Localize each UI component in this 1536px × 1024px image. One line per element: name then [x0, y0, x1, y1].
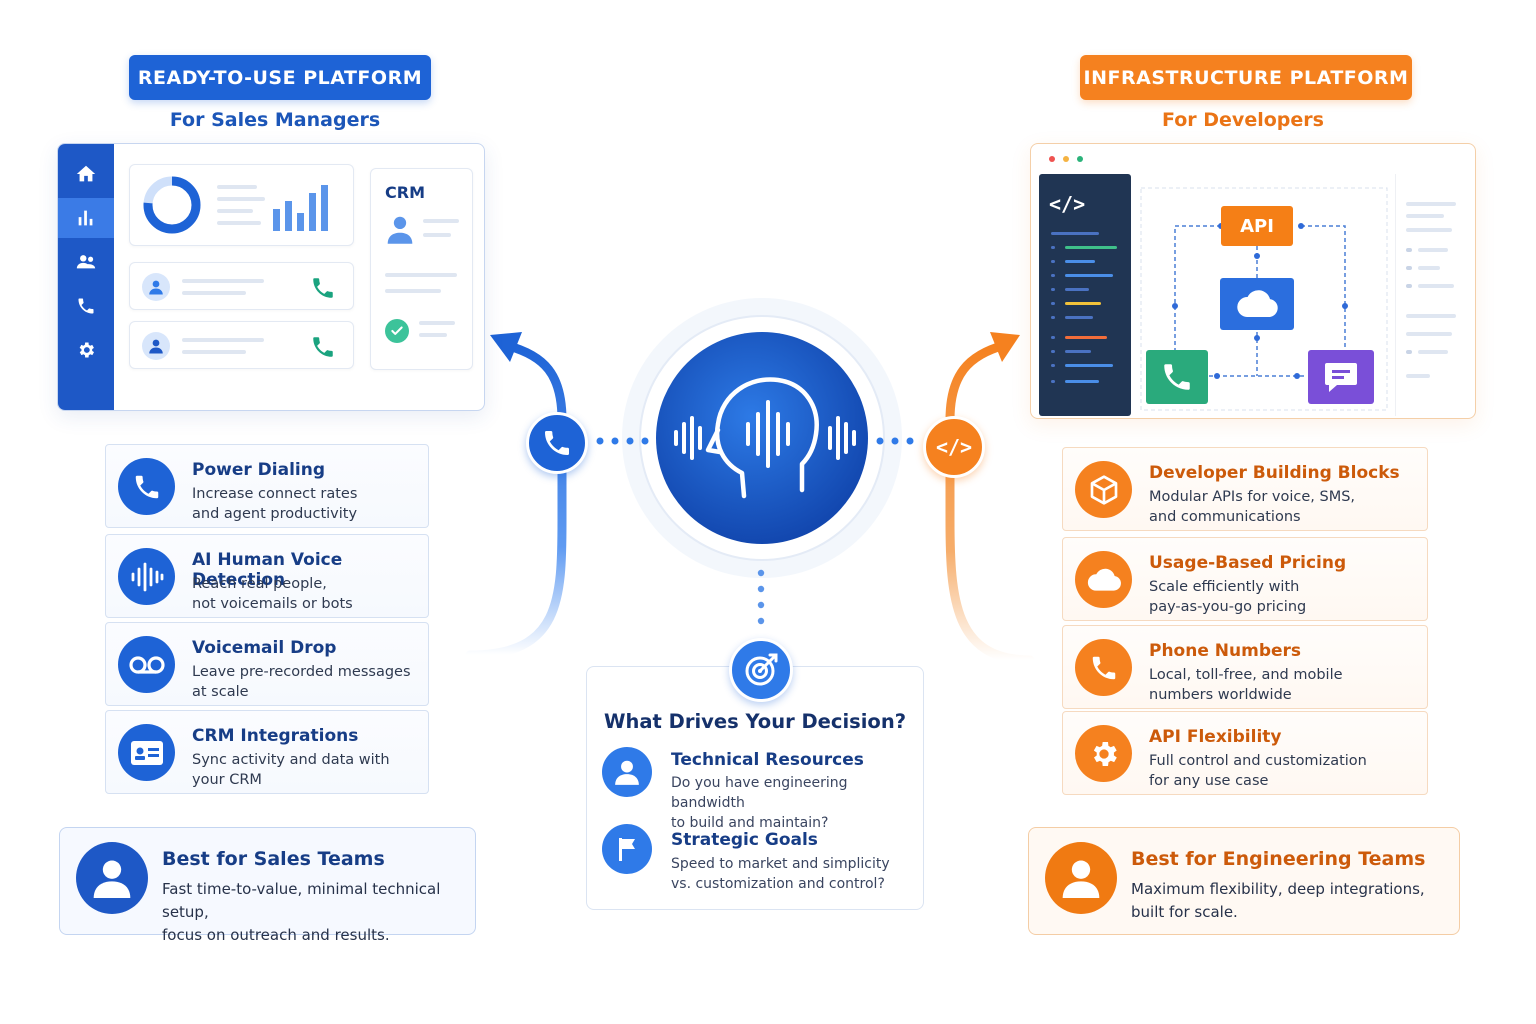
left-arrowhead: [490, 332, 522, 362]
waveform-icon: [118, 548, 175, 605]
feature-title: Developer Building Blocks: [1149, 463, 1400, 483]
bars-icon: [273, 185, 328, 231]
developers-subtitle: For Developers: [1162, 109, 1324, 131]
best-for-sales-teams: Best for Sales Teams Fast time-to-value,…: [59, 827, 476, 944]
decision-title: What Drives Your Decision?: [603, 710, 907, 733]
feature-title: Usage-Based Pricing: [1149, 553, 1347, 573]
gear-icon: [1075, 725, 1132, 782]
target-icon: [745, 653, 778, 686]
flag-icon: [602, 824, 652, 874]
phone-icon: [58, 286, 114, 326]
api-node: API: [1221, 206, 1293, 246]
gear-icon: [58, 330, 114, 370]
feature-title: Voicemail Drop: [192, 638, 337, 658]
phone-icon: [545, 431, 569, 455]
donut-chart-icon: [143, 176, 201, 234]
target-badge: [729, 638, 793, 702]
right-curve-arrow: [945, 340, 1035, 665]
feature-voicemail-drop: Voicemail Drop Leave pre-recorded messag…: [105, 622, 429, 706]
best-description: Fast time-to-value, minimal technical se…: [162, 880, 441, 944]
phone-icon: [1075, 639, 1132, 696]
ready-to-use-badge: READY-TO-USE PLATFORM: [129, 55, 431, 100]
analytics-card: [129, 164, 354, 246]
best-title: Best for Sales Teams: [162, 848, 385, 870]
check-icon: [385, 319, 409, 343]
phone-icon: [118, 458, 175, 515]
id-card-icon: [118, 724, 175, 781]
docs-pane: [1395, 174, 1473, 416]
chat-node: [1308, 350, 1374, 404]
feature-developer-building-blocks: Developer Building Blocks Modular APIs f…: [1062, 447, 1428, 531]
decision-item-title: Strategic Goals: [671, 830, 818, 850]
cloud-node: [1220, 278, 1294, 330]
feature-description: Reach real people,not voicemails or bots: [192, 576, 353, 612]
feature-description: Modular APIs for voice, SMS,and communic…: [1149, 489, 1356, 525]
decision-item-title: Technical Resources: [671, 750, 864, 770]
user-icon: [387, 216, 413, 244]
decision-box: What Drives Your Decision? Technical Res…: [586, 666, 924, 910]
best-title: Best for Engineering Teams: [1131, 848, 1426, 870]
crm-label: CRM: [385, 183, 425, 202]
feature-ai-voice-detection: AI Human Voice Detection Reach real peop…: [105, 534, 429, 618]
phone-node: [1146, 350, 1208, 404]
phone-icon: [313, 337, 333, 357]
code-editor-panel: </>: [1039, 174, 1131, 416]
contact-row: [129, 321, 354, 369]
sales-dashboard-mockup: CRM: [57, 143, 485, 411]
feature-phone-numbers: Phone Numbers Local, toll-free, and mobi…: [1062, 625, 1428, 709]
avatar: [142, 273, 170, 301]
down-dots: [757, 569, 765, 625]
user-icon: [1045, 842, 1117, 914]
bar-chart-icon: [58, 198, 114, 238]
cloud-icon: [1237, 290, 1278, 317]
feature-title: Power Dialing: [192, 460, 326, 480]
left-dots: [596, 437, 649, 445]
best-for-engineering-teams: Best for Engineering Teams Maximum flexi…: [1028, 827, 1460, 935]
feature-title: CRM Integrations: [192, 726, 359, 746]
code-badge: </>: [923, 416, 985, 478]
right-arrowhead: [990, 332, 1020, 362]
chat-icon: [1325, 363, 1357, 392]
user-icon: [76, 842, 148, 914]
developer-mockup: </> API: [1030, 143, 1476, 419]
right-dots: [876, 437, 914, 445]
ai-head-icon: [674, 377, 856, 499]
phone-icon: [313, 278, 333, 298]
sales-managers-subtitle: For Sales Managers: [169, 109, 381, 131]
best-description: Maximum flexibility, deep integrations,b…: [1131, 880, 1425, 921]
avatar: [142, 332, 170, 360]
crm-card: CRM: [370, 168, 473, 370]
dashboard-sidebar: [58, 144, 114, 410]
feature-crm-integrations: CRM Integrations Sync activity and data …: [105, 710, 429, 794]
feature-title: API Flexibility: [1149, 727, 1282, 747]
home-icon: [58, 154, 114, 194]
ai-core: [656, 332, 868, 544]
feature-usage-based-pricing: Usage-Based Pricing Scale efficiently wi…: [1062, 537, 1428, 621]
voicemail-icon: [118, 636, 175, 693]
contact-row: [129, 262, 354, 310]
user-icon: [602, 747, 652, 797]
feature-api-flexibility: API Flexibility Full control and customi…: [1062, 711, 1428, 795]
infrastructure-badge: INFRASTRUCTURE PLATFORM: [1080, 55, 1412, 100]
phone-badge: [526, 412, 588, 474]
cube-icon: [1075, 461, 1132, 518]
left-curve-arrow: [465, 340, 567, 660]
feature-title: AI Human Voice Detection: [192, 550, 343, 590]
cloud-icon: [1075, 551, 1132, 608]
phone-icon: [1164, 364, 1190, 390]
users-icon: [58, 242, 114, 282]
feature-title: Phone Numbers: [1149, 641, 1302, 661]
code-label: </>: [1049, 192, 1086, 216]
